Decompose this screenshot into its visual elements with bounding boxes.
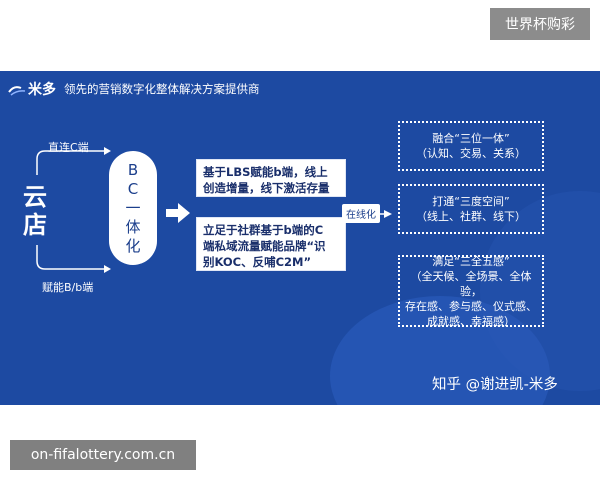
brand-logo: 米多 领先的营销数字化整体解决方案提供商 (8, 79, 260, 99)
oval-char: 化 (125, 236, 141, 255)
cloud-store-char: 云 (23, 183, 47, 211)
domain-watermark: on-fifalottery.com.cn (10, 440, 196, 470)
brand-name: 米多 (28, 82, 56, 98)
oval-char: 体 (125, 217, 141, 236)
online-tag: 在线化 (342, 204, 380, 223)
community-box: 立足于社群基于b端的C 端私域流量赋能品牌“识 别KOC、反哺C2M” (196, 217, 346, 271)
direct-c-label: 直连C端 (48, 141, 89, 154)
box-line: （认知、交易、关系） (416, 147, 526, 160)
box-line: 成就感、幸福感） (427, 314, 515, 328)
cloud-store-char: 店 (23, 211, 47, 239)
bc-integration-oval: B C 一 体 化 (109, 151, 157, 265)
box-line: 创造增量，线下激活存量 (203, 181, 330, 195)
box-line: 融合“三位一体” (432, 132, 510, 145)
oval-char: 一 (125, 198, 141, 217)
empower-b-label: 赋能B/b端 (42, 281, 94, 294)
right-arrow-icon (166, 203, 190, 223)
oval-char: C (127, 179, 139, 198)
lbs-empower-box: 基于LBS赋能b端，线上 创造增量，线下激活存量 (196, 159, 346, 197)
box-line: 存在感、参与感、仪式感、 (405, 299, 537, 313)
three-five-box: 满足“三全五感” （全天候、全场景、全体验， 存在感、参与感、仪式感、 成就感、… (398, 254, 544, 328)
watermark-tag-top: 世界杯购彩 (490, 8, 590, 40)
box-line: 基于LBS赋能b端，线上 (203, 165, 328, 179)
box-line: 端私域流量赋能品牌“识 (203, 239, 326, 253)
three-in-one-box: 融合“三位一体” （认知、交易、关系） (398, 121, 544, 171)
branch-lines (36, 147, 111, 273)
box-line: 打通“三度空间” (432, 195, 510, 208)
box-line: （全天候、全场景、全体验， (410, 269, 532, 298)
box-line: 别KOC、反哺C2M” (203, 255, 312, 269)
box-line: 立足于社群基于b端的C (203, 223, 324, 237)
oval-char: B (127, 160, 139, 179)
promo-slide: 米多 领先的营销数字化整体解决方案提供商 云 店 直连C端 赋能B/b端 B C… (0, 71, 600, 405)
cloud-store-title: 云 店 (18, 183, 52, 239)
brand-tagline: 领先的营销数字化整体解决方案提供商 (64, 82, 260, 96)
box-line: 满足“三全五感” (432, 254, 510, 268)
logo-swoosh-icon (8, 82, 26, 96)
box-line: （线上、社群、线下） (416, 210, 526, 223)
zhihu-credit: 知乎 @谢进凯-米多 (432, 377, 558, 393)
three-spaces-box: 打通“三度空间” （线上、社群、线下） (398, 184, 544, 234)
